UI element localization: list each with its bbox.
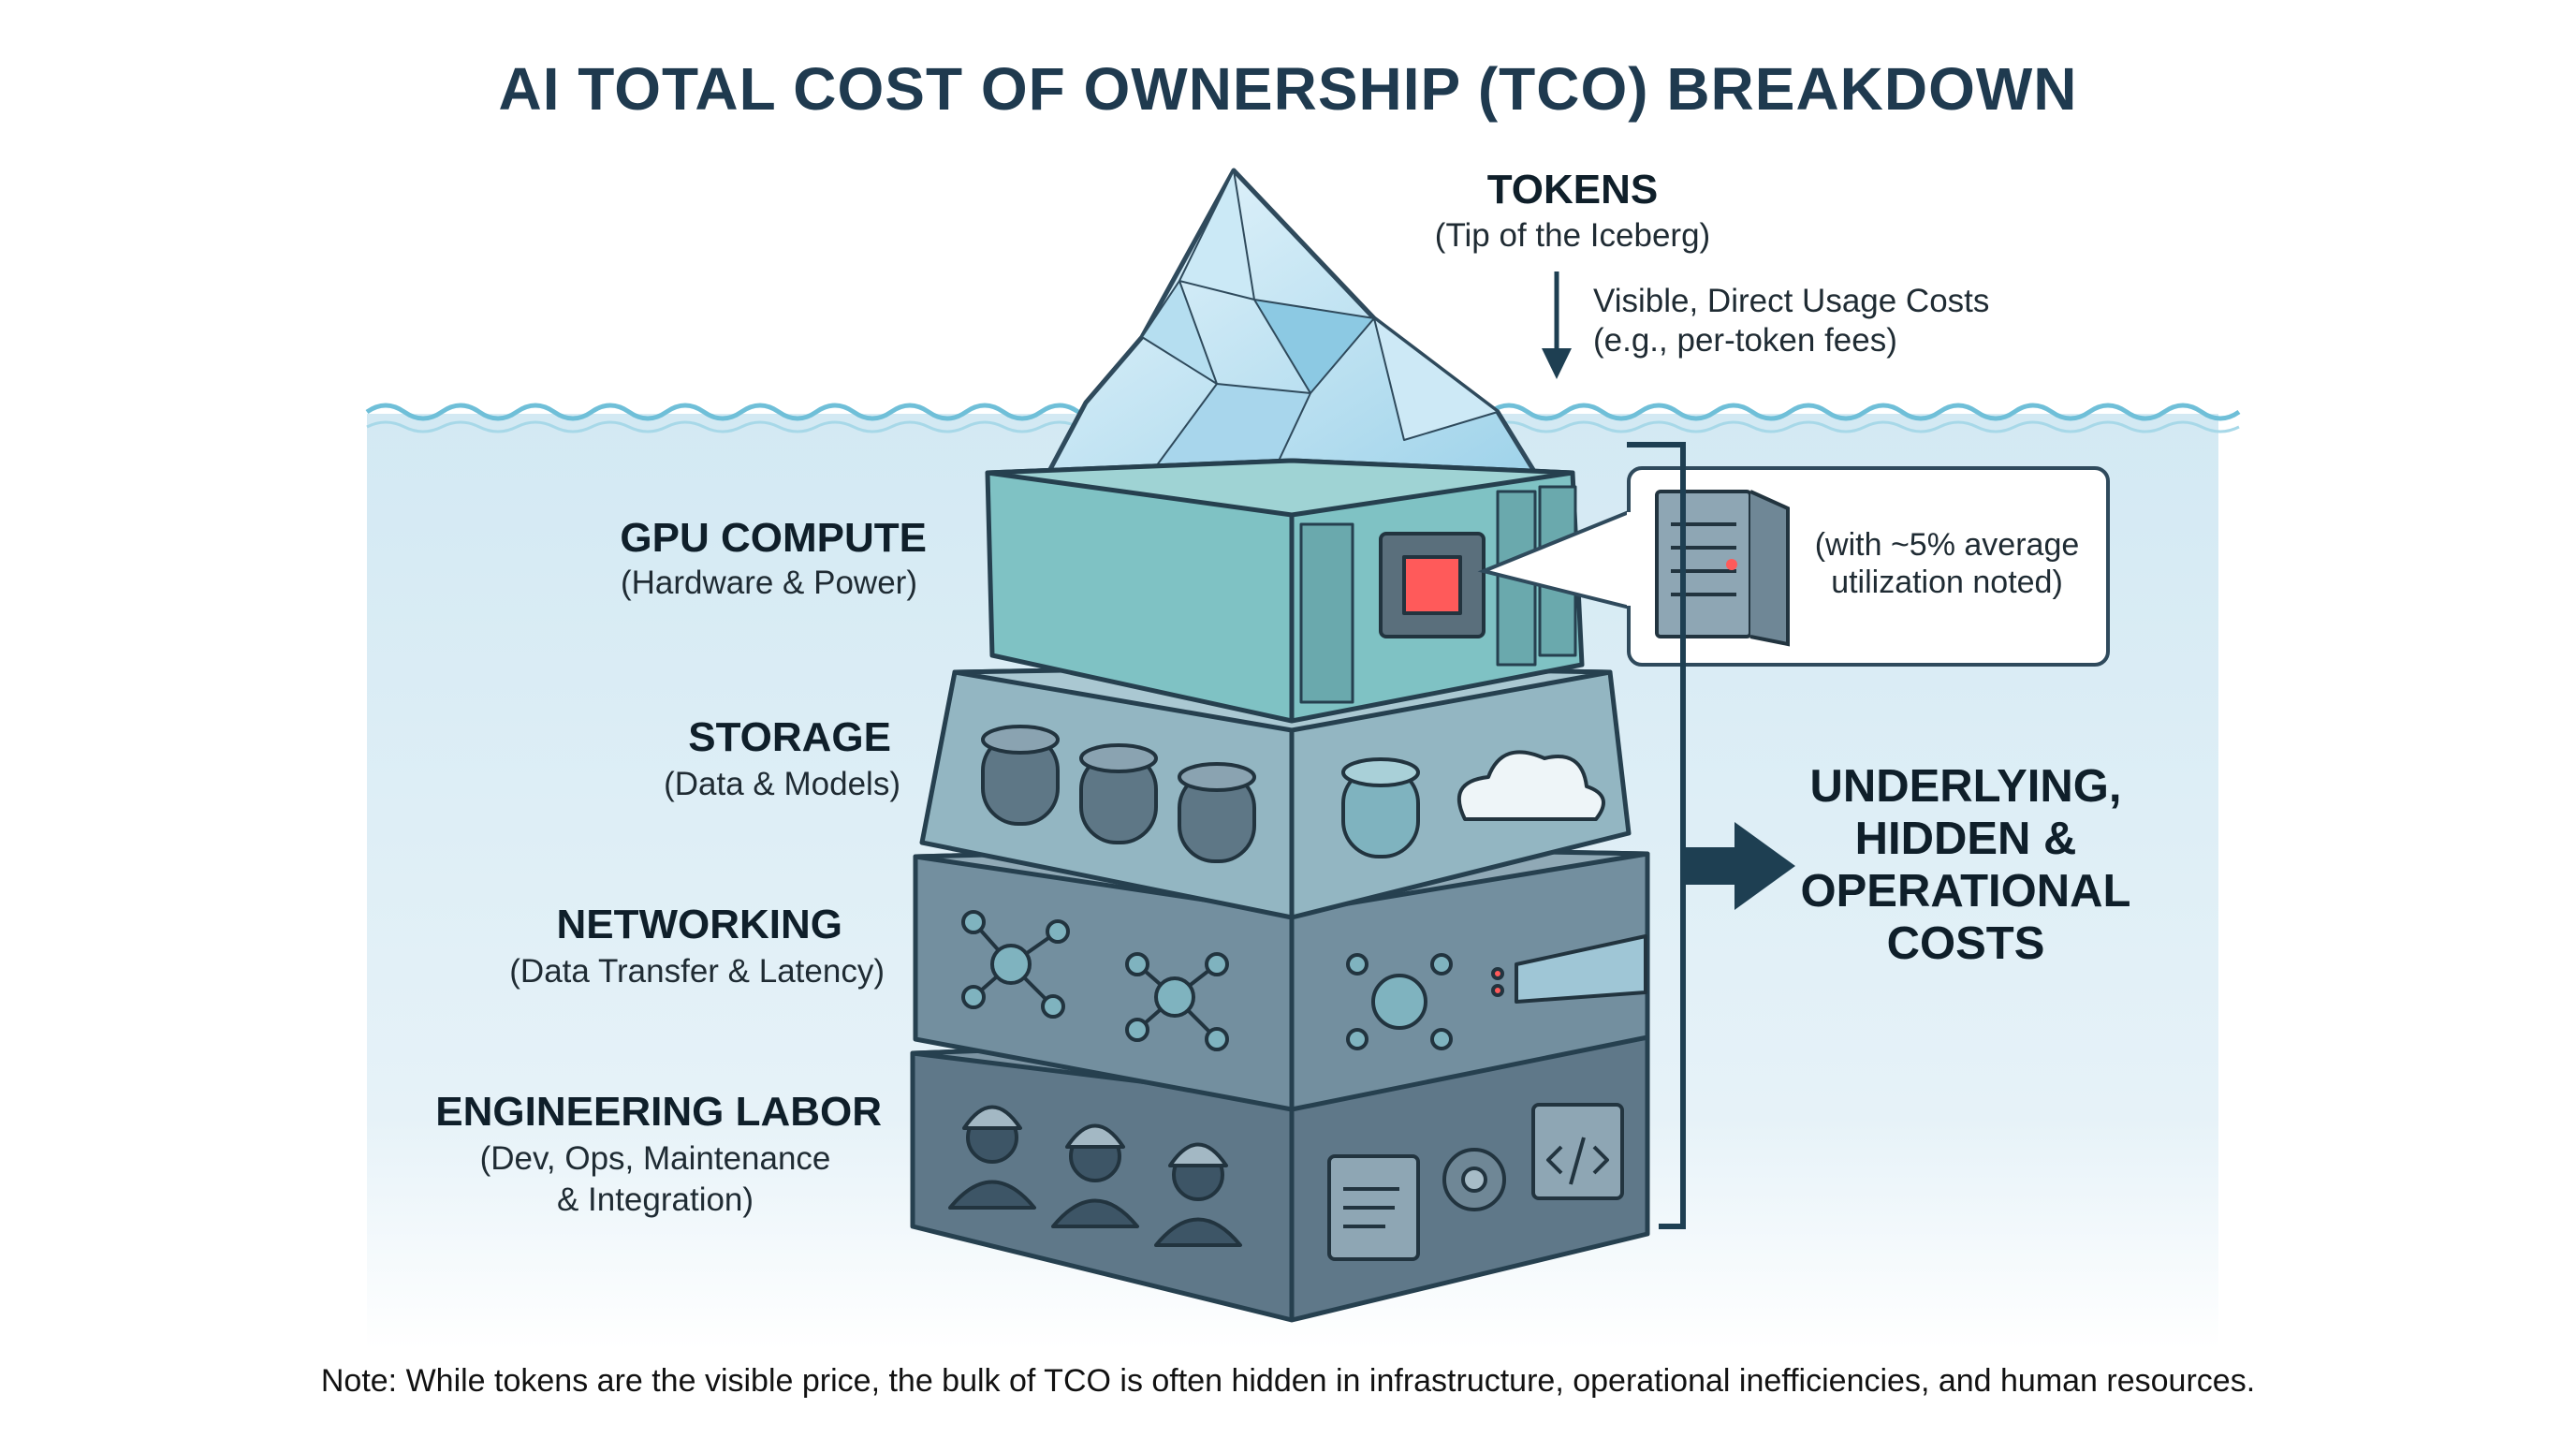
- layer-gpu-compute: [985, 458, 1585, 724]
- networking-title: NETWORKING: [556, 902, 842, 947]
- networking-subtitle: (Data Transfer & Latency): [509, 953, 885, 990]
- engineer-icon: [1154, 1142, 1242, 1247]
- network-node-icon: [1125, 952, 1229, 1051]
- storage-title: STORAGE: [688, 714, 891, 760]
- gpu-compute-subtitle: (Hardware & Power): [620, 565, 917, 601]
- engineer-icon: [1051, 1123, 1139, 1228]
- fiber-cable-icon: [1491, 934, 1647, 1004]
- server-rack-icon: [1655, 490, 1790, 647]
- code-window-icon: [1531, 1103, 1624, 1200]
- engineer-icon: [948, 1105, 1036, 1210]
- cloud-icon: [1456, 750, 1605, 821]
- callout-line2: utilization noted): [1831, 565, 2063, 600]
- gpu-compute-title: GPU COMPUTE: [620, 515, 927, 561]
- chip-icon: [1379, 532, 1486, 638]
- iceberg-icon: [1046, 168, 1538, 476]
- callout-line1: (with ~5% average: [1814, 527, 2080, 563]
- engineering-labor-subtitle-line2: & Integration): [556, 1181, 754, 1218]
- layer-storage: [919, 664, 1632, 920]
- tokens-subtitle: (Tip of the Iceberg): [1434, 217, 1711, 254]
- database-icon: [1178, 762, 1256, 863]
- engineering-labor-subtitle-line1: (Dev, Ops, Maintenance: [479, 1140, 831, 1177]
- code-window-icon: [1327, 1154, 1420, 1261]
- hidden-costs-label: UNDERLYING, HIDDEN & OPERATIONAL COSTS: [1800, 761, 2131, 969]
- gear-icon: [1442, 1148, 1506, 1211]
- hidden-costs-arrow: [1685, 822, 1795, 910]
- tokens-note-line2: (e.g., per-token fees): [1593, 322, 1897, 359]
- engineering-labor-title: ENGINEERING LABOR: [435, 1089, 882, 1135]
- tip-arrow: [1542, 271, 1572, 379]
- storage-subtitle: (Data & Models): [664, 766, 900, 802]
- database-icon: [1341, 757, 1420, 858]
- network-node-icon: [961, 910, 1070, 1019]
- database-icon: [1079, 743, 1158, 844]
- tokens-note-line1: Visible, Direct Usage Costs: [1593, 283, 1990, 319]
- tokens-title: TOKENS: [1486, 167, 1659, 213]
- network-node-icon: [1346, 953, 1453, 1050]
- footnote: Note: While tokens are the visible price…: [320, 1363, 2256, 1399]
- page-title: AI TOTAL COST OF OWNERSHIP (TCO) BREAKDO…: [498, 55, 2078, 123]
- database-icon: [981, 725, 1060, 826]
- hidden-costs-bracket: [1627, 442, 1686, 1229]
